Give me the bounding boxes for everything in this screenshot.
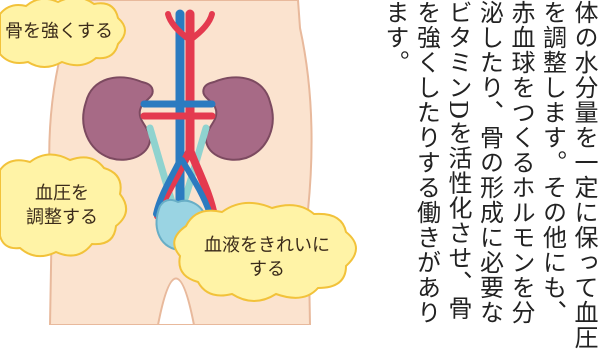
text-line: を調整します。その他にも、 xyxy=(536,0,568,325)
bubble-blood-label: 血液をきれいに する xyxy=(186,234,348,282)
text-line: 赤血球をつくるホルモンを分 xyxy=(505,0,537,325)
text-line: 体の水分量を一定に保って血圧 xyxy=(568,0,599,325)
kidney-illustration: 骨を強くする 血圧を 調整する 血液をきれいに する xyxy=(0,0,360,325)
kidney-function-text: 体の水分量を一定に保って血圧 を調整します。その他にも、 赤血球をつくるホルモン… xyxy=(359,0,599,325)
bubble-bone-label: 骨を強くする xyxy=(0,20,118,44)
text-line: を強くしたりする働きがあり xyxy=(410,0,442,325)
text-line: ます。 xyxy=(379,0,411,325)
text-line: ビタミンDを活性化させ、骨 xyxy=(442,0,474,325)
text-line: 泌したり、骨の形成に必要な xyxy=(473,0,505,325)
bubble-pressure-label: 血圧を 調整する xyxy=(4,182,120,230)
